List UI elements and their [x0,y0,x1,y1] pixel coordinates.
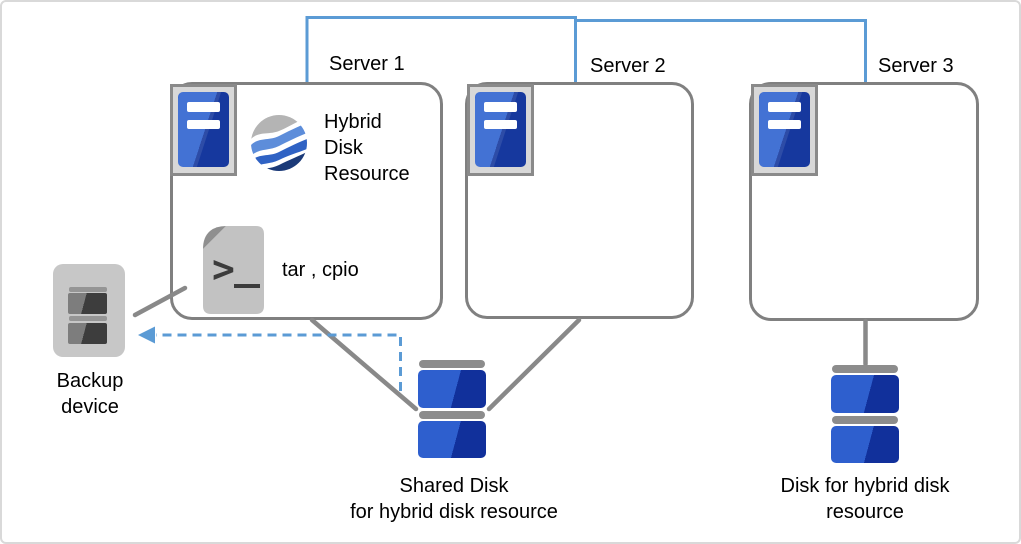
backup-flow-arrowhead [138,326,155,344]
hybrid-label-line3: Resource [324,163,410,185]
hybrid-disk-wave-icon [251,115,307,171]
server-tower-icon [170,84,237,176]
server-tower-front [759,92,810,167]
hybrid-disk-icon [831,365,899,463]
shared-disk-label-line1: Shared Disk [399,475,509,497]
backup-label-line1: Backup [56,370,124,392]
server-drive-bay [187,120,221,129]
backup-device-icon [53,264,125,357]
hybrid-disk-label: Disk for hybrid disk resource [745,473,985,525]
backup-label-line2: device [61,396,119,418]
server-drive-bay [768,120,802,129]
tape-drive-unit [68,323,107,344]
server-3-label: Server 3 [878,55,954,77]
hybrid-disk-label-line2: resource [826,501,904,523]
shared-disk-icon [418,360,486,458]
hybrid-disk-resource-label: Hybrid Disk Resource [324,109,410,187]
server-tower-front [178,92,229,167]
disk-platter [831,426,899,463]
disk-platter [418,421,486,458]
backup-flow-dashed-arrow [156,333,402,391]
backup-device-label: Backup device [30,368,150,420]
hybrid-disk-label-line1: Disk for hybrid disk [780,475,950,497]
svg-text:>: > [212,247,235,291]
link-server1-shared-disk [309,317,419,412]
hybrid-label-line1: Hybrid [324,111,382,133]
disk-cap-bar [832,365,898,373]
shared-disk-label-line2: for hybrid disk resource [350,501,558,523]
server-tower-icon [467,84,534,176]
server-tower-front [475,92,526,167]
server-drive-bay [187,102,221,112]
disk-cap-bar [419,360,485,368]
disk-cap-bar [832,416,898,424]
hybrid-label-line2: Disk [324,137,363,159]
tape-slot-bar [69,316,107,321]
script-file-icon: > [203,226,264,314]
server-2-label: Server 2 [590,55,666,77]
tape-slot-bar [69,287,107,292]
disk-platter [831,375,899,413]
backup-commands-label: tar , cpio [282,259,359,281]
server-drive-bay [768,102,802,112]
server-drive-bay [484,120,518,129]
shared-disk-label: Shared Disk for hybrid disk resource [334,473,574,525]
server-1-label: Server 1 [329,53,405,75]
server-drive-bay [484,102,518,112]
link-server2-shared-disk [486,317,582,412]
tape-drive-unit [68,293,107,314]
disk-platter [418,370,486,408]
disk-cap-bar [419,411,485,419]
server-tower-icon [751,84,818,176]
